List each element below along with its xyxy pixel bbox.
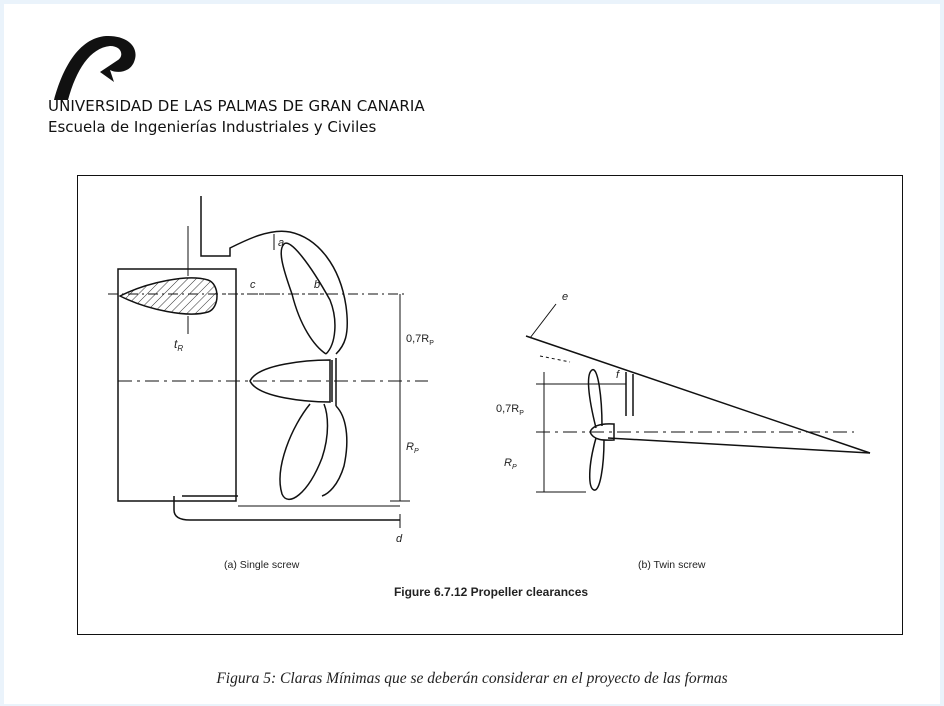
sole-piece xyxy=(173,496,400,521)
twin-propeller-hub xyxy=(589,423,615,441)
propeller-blade-upper xyxy=(280,242,336,355)
label-07rp-single: 0,7RP xyxy=(406,333,434,347)
figure-title: Figure 6.7.12 Propeller clearances xyxy=(394,585,588,599)
label-b: b xyxy=(314,279,320,291)
twin-screw-drawing xyxy=(525,303,871,493)
figure-caption: Figura 5: Claras Mínimas que se deberán … xyxy=(216,670,728,687)
hull-line xyxy=(525,335,871,454)
school-name: Escuela de Ingenierías Industriales y Ci… xyxy=(48,118,377,136)
twin-propeller-blade-lower xyxy=(589,437,605,491)
label-rp-twin: RP xyxy=(504,457,517,471)
label-e: e xyxy=(562,291,568,303)
stern-contour-lower xyxy=(321,405,348,497)
university-name: UNIVERSIDAD DE LAS PALMAS DE GRAN CANARI… xyxy=(48,97,425,115)
propeller-blade-upper-edge xyxy=(291,293,327,355)
label-a: a xyxy=(278,237,284,249)
single-screw-drawing xyxy=(108,196,428,528)
label-f: f xyxy=(616,369,620,381)
figure-frame: a c b tR 0,7RP RP d (a) Single screw xyxy=(77,175,903,635)
shaft-bracket-line xyxy=(607,437,871,454)
twin-propeller-blade-upper xyxy=(587,369,603,429)
label-07rp-twin: 0,7RP xyxy=(496,403,524,417)
label-tr: tR xyxy=(174,337,183,353)
rudder-outline xyxy=(117,268,237,502)
label-d: d xyxy=(396,533,403,545)
label-rp-single: RP xyxy=(406,441,419,455)
caption-twin-screw: (b) Twin screw xyxy=(638,559,706,571)
rudder-section xyxy=(118,277,218,315)
university-logo xyxy=(54,35,136,101)
propeller-blade-lower xyxy=(279,403,329,500)
caption-single-screw: (a) Single screw xyxy=(224,559,300,571)
propeller-clearances-diagram: a c b tR 0,7RP RP d (a) Single screw xyxy=(108,196,871,599)
stern-contour-upper xyxy=(200,196,348,355)
label-c: c xyxy=(250,279,256,291)
propeller-hub xyxy=(249,359,331,403)
